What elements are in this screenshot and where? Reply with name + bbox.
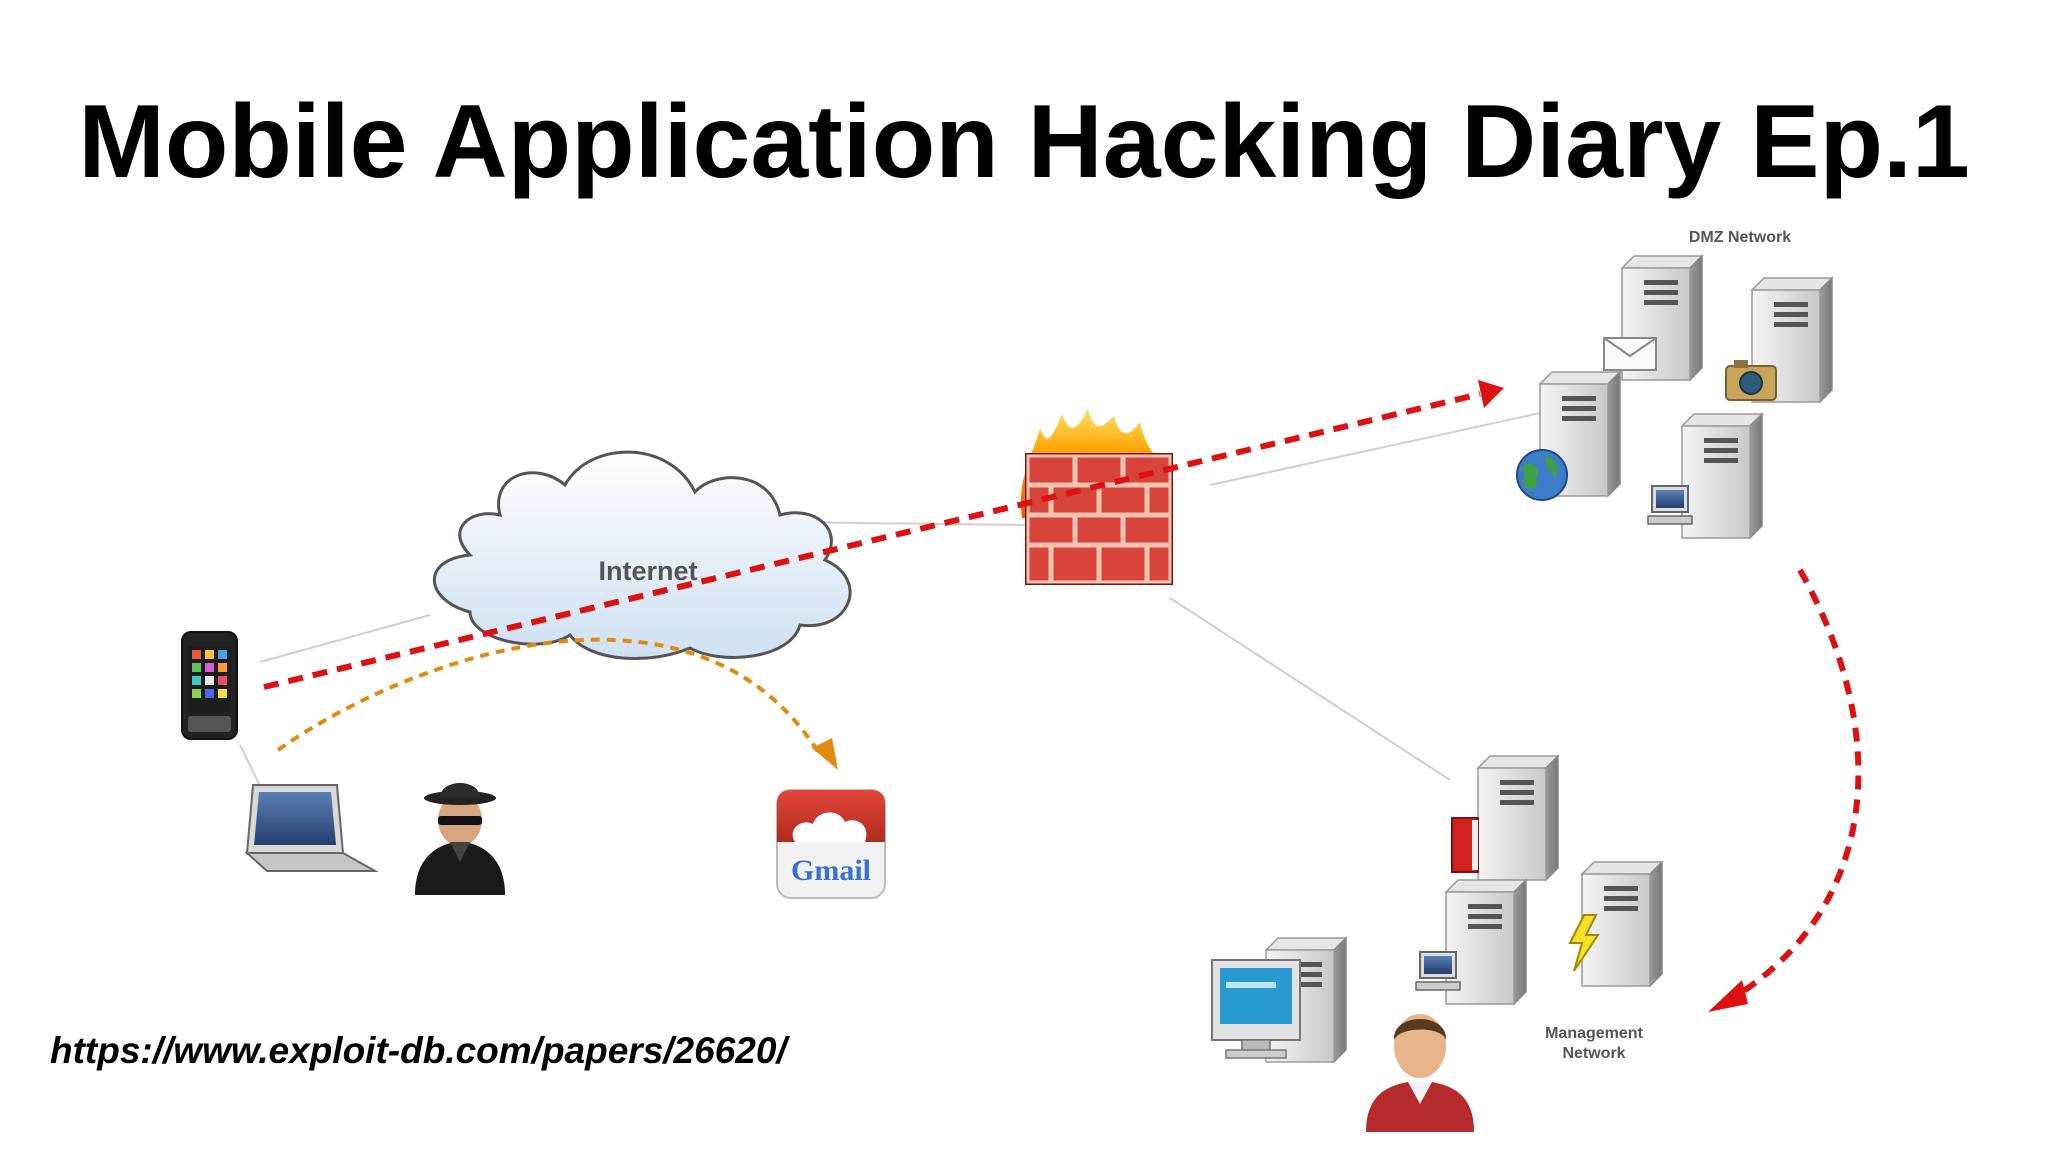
book-icon bbox=[1451, 817, 1479, 873]
dmz-network: DMZ Network bbox=[1516, 229, 1833, 539]
mgmt-label-line2: Network bbox=[1562, 1045, 1625, 1062]
gmail-label: Gmail bbox=[791, 854, 871, 887]
admin-user-icon bbox=[1366, 1014, 1474, 1132]
hacker-icon bbox=[415, 783, 505, 895]
internet-cloud: Internet bbox=[432, 450, 852, 661]
laptop-icon bbox=[244, 784, 379, 872]
mgmt-server-icon bbox=[1581, 861, 1663, 987]
mgmt-server-icon bbox=[1477, 755, 1559, 881]
mail-envelope-icon bbox=[1603, 337, 1657, 371]
gmail-icon: Gmail bbox=[776, 789, 886, 899]
lightning-icon bbox=[1568, 914, 1600, 972]
globe-icon bbox=[1516, 449, 1568, 501]
admin-computer-icon bbox=[1211, 937, 1347, 1063]
slide-title: Mobile Application Hacking Diary Ep.1 bbox=[78, 84, 1970, 200]
link-lines bbox=[239, 411, 1546, 791]
interception-arrow bbox=[276, 637, 838, 770]
attack-arrow-to-management bbox=[1708, 568, 1862, 1012]
firewall-icon bbox=[1021, 408, 1173, 585]
dmz-workstation-icon bbox=[1647, 485, 1693, 525]
management-network: Management Network bbox=[1211, 755, 1663, 1132]
internet-label: Internet bbox=[598, 556, 697, 586]
dmz-server-icon bbox=[1681, 413, 1763, 539]
smartphone-icon bbox=[181, 631, 238, 740]
mgmt-label-line1: Management bbox=[1545, 1025, 1643, 1042]
attack-arrow-to-dmz bbox=[263, 380, 1504, 690]
source-url[interactable]: https://www.exploit-db.com/papers/26620/ bbox=[50, 1030, 787, 1071]
camera-icon bbox=[1725, 360, 1777, 401]
mgmt-workstation-icon bbox=[1415, 951, 1461, 991]
dmz-label: DMZ Network bbox=[1689, 229, 1791, 246]
